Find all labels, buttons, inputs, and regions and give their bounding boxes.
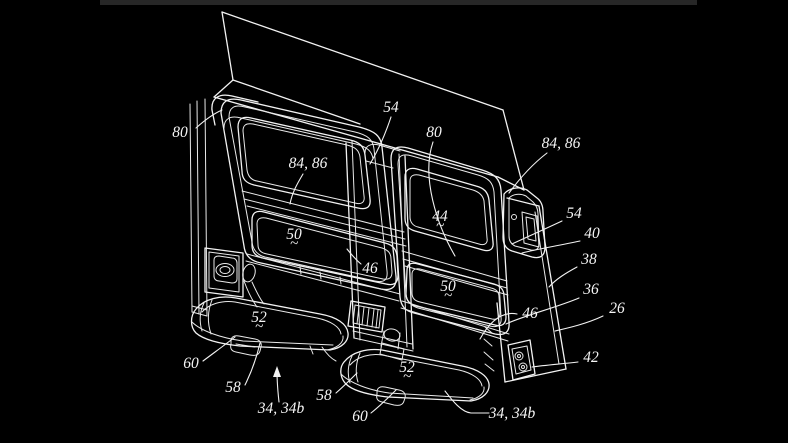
ref-numeral-50: 50 [286, 226, 302, 243]
ref-numeral-46: 46 [522, 305, 538, 322]
ref-numeral-34-34b: 34, 34b [488, 405, 536, 422]
side-panel-right [483, 197, 567, 383]
leader-line-36 [505, 297, 580, 325]
ref-underline-tilde: ~ [403, 369, 411, 385]
leader-line-46 [479, 312, 518, 340]
leader-line-80 [195, 109, 223, 129]
cushion-right [340, 348, 490, 406]
vent-grille [347, 300, 386, 333]
cushion-right-latch [376, 386, 406, 406]
latch-bracket-left [204, 247, 244, 298]
ref-underline-tilde: ~ [290, 236, 298, 252]
leader-line-34-34b [444, 390, 490, 414]
leader-arrowhead [273, 366, 281, 377]
ref-underline-tilde: ~ [444, 288, 452, 304]
ref-numeral-84-86: 84, 86 [542, 135, 581, 152]
seat-back-right [364, 143, 510, 342]
ref-numeral-42: 42 [583, 349, 599, 366]
leader-line-40 [521, 240, 581, 254]
ref-numeral-34-34b: 34, 34b [257, 400, 305, 417]
leader-line-60 [370, 389, 397, 414]
cushion-left [190, 296, 349, 362]
latch-bracket-right [507, 339, 536, 381]
ref-numeral-52: 52 [399, 359, 415, 376]
ref-numeral-52: 52 [251, 309, 267, 326]
ref-numeral-84-86: 84, 86 [289, 155, 328, 172]
leader-line-60 [202, 336, 236, 362]
ref-numeral-60: 60 [183, 355, 199, 372]
leader-line-54 [369, 116, 392, 165]
leader-line-46 [346, 248, 362, 265]
leader-line-38 [548, 266, 578, 288]
leader-line-26 [554, 315, 604, 332]
ref-numeral-58: 58 [316, 387, 332, 404]
cushion-left-latch [230, 335, 262, 356]
ref-numeral-38: 38 [580, 251, 597, 268]
ref-numeral-36: 36 [582, 281, 599, 298]
left-wall-edge [189, 98, 208, 317]
ref-numeral-26: 26 [609, 300, 625, 317]
ref-numeral-54: 54 [566, 205, 582, 222]
hinge-left [242, 263, 265, 308]
ref-numeral-58: 58 [225, 379, 241, 396]
ref-numeral-60: 60 [352, 408, 368, 425]
ref-numeral-80: 80 [426, 124, 442, 141]
seat-back-left [211, 94, 407, 302]
ref-numeral-46: 46 [362, 260, 378, 277]
ref-numeral-44: 44 [432, 208, 448, 225]
ref-underline-tilde: ~ [436, 218, 444, 234]
bulkhead-panel [213, 11, 525, 191]
ref-numeral-80: 80 [172, 124, 188, 141]
ref-numeral-54: 54 [383, 99, 399, 116]
leader-line-54 [511, 220, 563, 245]
ref-numeral-50: 50 [440, 278, 456, 295]
leader-line-80 [428, 141, 456, 257]
ref-underline-tilde: ~ [255, 319, 263, 335]
leader-line-58 [335, 372, 358, 394]
ref-numeral-40: 40 [584, 225, 600, 242]
leader-line-84-86 [508, 152, 548, 194]
leader-line-58 [244, 342, 261, 386]
top-bar [100, 0, 697, 5]
leader-line-42 [531, 361, 579, 368]
leader-line-84-86 [289, 173, 304, 205]
